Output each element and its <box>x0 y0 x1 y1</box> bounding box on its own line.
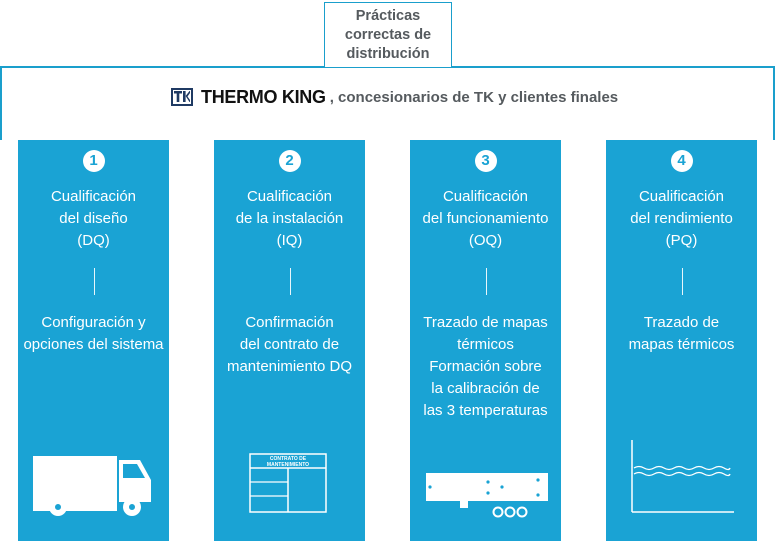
title-line-3: distribución <box>346 46 430 62</box>
frame-line-left <box>0 66 324 68</box>
qualification-line: del rendimiento <box>630 210 733 227</box>
description-line: del contrato de <box>239 336 340 353</box>
description-line: la calibración de <box>431 380 540 397</box>
description-line: las 3 temperaturas <box>423 402 548 419</box>
description-label: Confirmación del contrato de mantenimien… <box>216 312 363 378</box>
qualification-label: Cualificación de la instalación (IQ) <box>214 186 365 252</box>
qualification-line: Cualificación <box>442 188 529 205</box>
frame-drop-left <box>0 66 2 140</box>
description-line: mantenimiento DQ <box>226 358 353 375</box>
description-line: opciones del sistema <box>23 336 164 353</box>
card-oq: 3 Cualificación del funcionamiento (OQ) … <box>410 140 561 541</box>
card-dq: 1 Cualificación del diseño (DQ) Configur… <box>18 140 169 541</box>
card-pq: 4 Cualificación del rendimiento (PQ) Tra… <box>606 140 757 541</box>
separator-line <box>93 268 95 295</box>
description-line: Trazado de <box>643 314 720 331</box>
qualification-label: Cualificación del rendimiento (PQ) <box>606 186 757 252</box>
qualification-line: (DQ) <box>77 232 110 249</box>
qualification-line: Cualificación <box>246 188 333 205</box>
thermo-king-logo-icon <box>171 88 193 106</box>
title-line-1: Prácticas <box>355 8 421 24</box>
description-line: Trazado de mapas <box>423 314 548 331</box>
qualification-label: Cualificación del diseño (DQ) <box>18 186 169 252</box>
form-title-line-2: MANTENIMIENTO <box>267 462 309 468</box>
contract-form-icon: CONTRATO DE MANTENIMIENTO <box>249 453 327 513</box>
truck-icon <box>33 456 151 516</box>
form-title-line-1: CONTRATO DE <box>270 456 307 462</box>
separator-line <box>289 268 291 295</box>
title-line-2: correctas de <box>344 27 432 43</box>
qualification-line: (OQ) <box>468 232 503 249</box>
step-number: 2 <box>278 150 301 172</box>
step-number: 3 <box>474 150 497 172</box>
qualification-line: del diseño <box>59 210 128 227</box>
qualification-label: Cualificación del funcionamiento (OQ) <box>410 186 561 252</box>
description-line: Configuración y <box>41 314 146 331</box>
step-number: 4 <box>670 150 693 172</box>
frame-line-right <box>452 66 775 68</box>
qualification-line: (IQ) <box>276 232 303 249</box>
description-line: Confirmación <box>245 314 334 331</box>
qualification-line: del funcionamiento <box>422 210 549 227</box>
description-label: Trazado de mapas térmicos Formación sobr… <box>412 312 559 422</box>
description-label: Trazado de mapas térmicos <box>608 312 755 356</box>
card-iq: 2 Cualificación de la instalación (IQ) C… <box>214 140 365 541</box>
step-number: 1 <box>82 150 105 172</box>
diagram-title-box: Prácticas correctas de distribución <box>324 2 452 68</box>
description-line: mapas térmicos <box>628 336 735 353</box>
description-label: Configuración y opciones del sistema <box>20 312 167 356</box>
qualification-line: Cualificación <box>638 188 725 205</box>
brand-name: THERMO KING <box>201 86 326 107</box>
trailer-sensors-icon <box>422 473 548 518</box>
separator-line <box>681 268 683 295</box>
separator-line <box>485 268 487 295</box>
qualification-line: (PQ) <box>665 232 698 249</box>
description-line: Formación sobre <box>429 358 542 375</box>
frame-drop-right <box>773 66 775 140</box>
description-line: térmicos <box>457 336 514 353</box>
temperature-graph-icon <box>631 440 734 513</box>
brand-suffix: , concesionarios de TK y clientes finale… <box>329 88 619 106</box>
qualification-line: Cualificación <box>50 188 137 205</box>
brand-line: THERMO KING , concesionarios de TK y cli… <box>171 86 618 108</box>
qualification-line: de la instalación <box>235 210 344 227</box>
